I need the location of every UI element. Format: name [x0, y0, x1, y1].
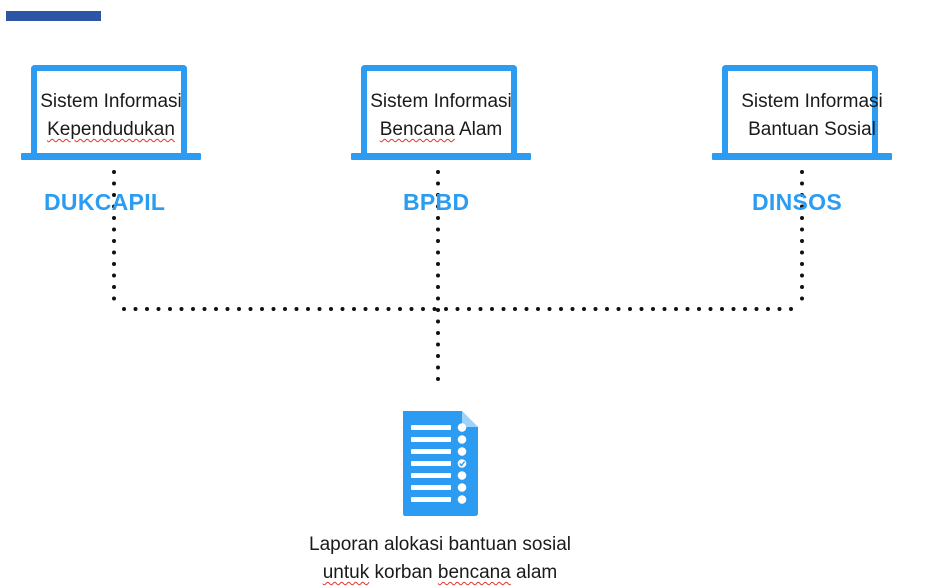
- laptop-screen: [722, 65, 878, 157]
- laptop-bpbd: Sistem Informasi Bencana Alam: [351, 65, 531, 165]
- system-label-line1: Sistem Informasi: [370, 91, 512, 112]
- laptop-dinsos: Sistem Informasi Bantuan Sosial: [712, 65, 892, 165]
- agency-dinsos: DINSOS: [752, 189, 842, 215]
- system-label-line2-rest: Alam: [454, 119, 503, 140]
- system-label-line1: Sistem Informasi: [40, 91, 182, 112]
- report-caption-part-d: alam: [510, 562, 558, 583]
- agency-bpbd: BPBD: [403, 189, 470, 215]
- laptop-screen: [31, 65, 187, 157]
- report-caption-part-b: korban: [369, 562, 438, 583]
- laptop-base: [351, 153, 531, 160]
- report-caption: Laporan alokasi bantuan sosial untuk kor…: [250, 531, 630, 587]
- laptop-dukcapil: Sistem Informasi Kependudukan: [21, 65, 201, 165]
- laptop-base: [712, 153, 892, 160]
- system-label-line2-main: Bencana: [379, 119, 455, 140]
- laptop-screen: [361, 65, 517, 157]
- report-caption-line1: Laporan alokasi bantuan sosial: [309, 534, 571, 555]
- system-label-bpbd: Sistem Informasi Bencana Alam: [351, 88, 531, 144]
- system-label-dukcapil: Sistem Informasi Kependudukan: [21, 88, 201, 144]
- report-document-icon: [403, 411, 478, 516]
- header-accent-bar: [6, 11, 101, 21]
- system-label-dinsos: Sistem Informasi Bantuan Sosial: [722, 88, 902, 144]
- report-caption-part-c: bencana: [437, 562, 511, 583]
- system-label-line2: Bantuan Sosial: [748, 119, 876, 140]
- report-caption-part-a: untuk: [322, 562, 370, 583]
- system-label-line2: Kependudukan: [47, 119, 175, 140]
- system-label-line1: Sistem Informasi: [741, 91, 883, 112]
- laptop-base: [21, 153, 201, 160]
- agency-dukcapil: DUKCAPIL: [44, 189, 166, 215]
